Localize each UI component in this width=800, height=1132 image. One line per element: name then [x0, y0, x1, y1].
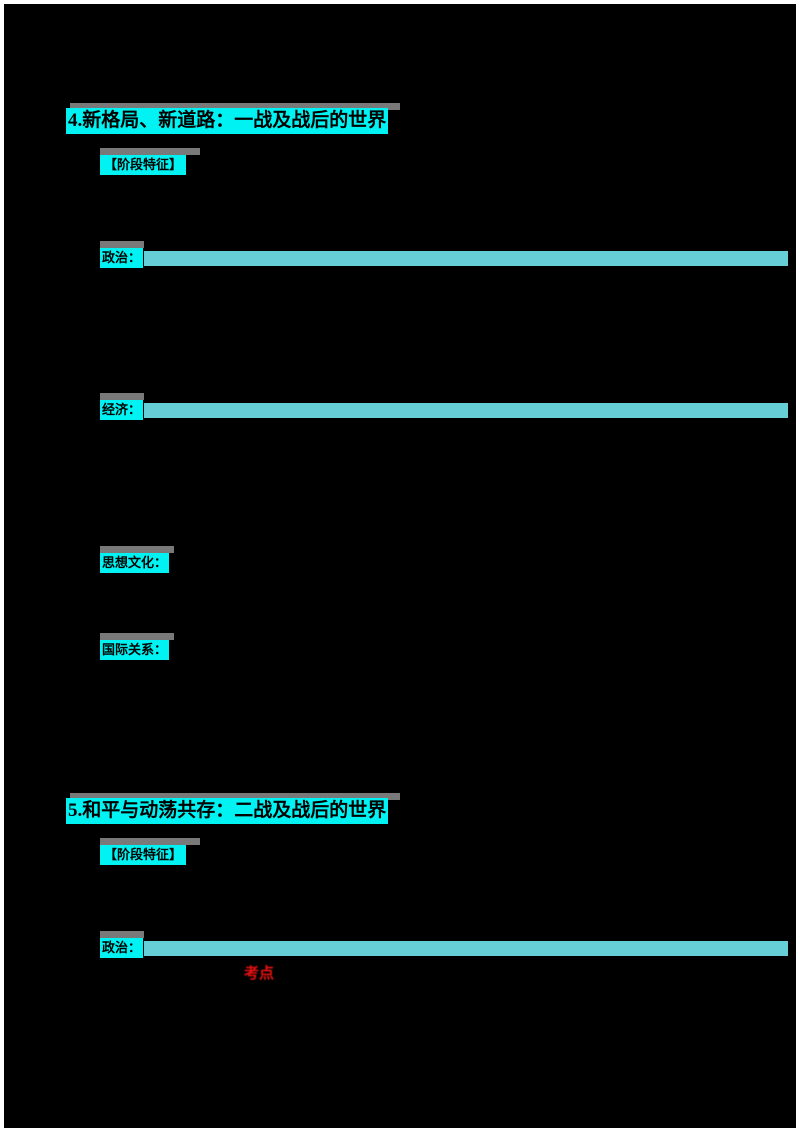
scan-artifact-band [100, 931, 144, 938]
stage-feature-label-5-text: 【阶段特征】 [100, 845, 187, 865]
sublabel-economy-4-text: 经济： [100, 400, 144, 420]
content-bar-politics-4 [144, 251, 788, 266]
scan-artifact-band [70, 793, 400, 800]
stage-feature-label-4-text: 【阶段特征】 [100, 155, 187, 175]
scan-artifact-band [100, 838, 200, 845]
section-heading-4-text: 4.新格局、新道路：一战及战后的世界 [66, 108, 389, 134]
sublabel-politics-5-text: 政治： [100, 938, 144, 958]
scan-artifact-band [100, 393, 144, 400]
scan-artifact-band [100, 241, 144, 248]
section-heading-5-text: 5.和平与动荡共存：二战及战后的世界 [66, 798, 389, 824]
red-annotation-mark: 考点 [244, 965, 275, 982]
content-bar-economy-4 [144, 403, 788, 418]
page-content-area: 4.新格局、新道路：一战及战后的世界 【阶段特征】 政治： 经济： 思想文化： … [4, 4, 796, 1128]
sublabel-ideology-culture-4-text: 思想文化： [100, 553, 170, 573]
sublabel-politics-4-text: 政治： [100, 248, 144, 268]
scan-artifact-band [70, 103, 400, 110]
content-bar-politics-5 [144, 941, 788, 956]
scan-artifact-band [100, 148, 200, 155]
sublabel-international-relations-4-text: 国际关系： [100, 640, 170, 660]
scan-artifact-band [100, 633, 174, 640]
scan-artifact-band [100, 546, 174, 553]
